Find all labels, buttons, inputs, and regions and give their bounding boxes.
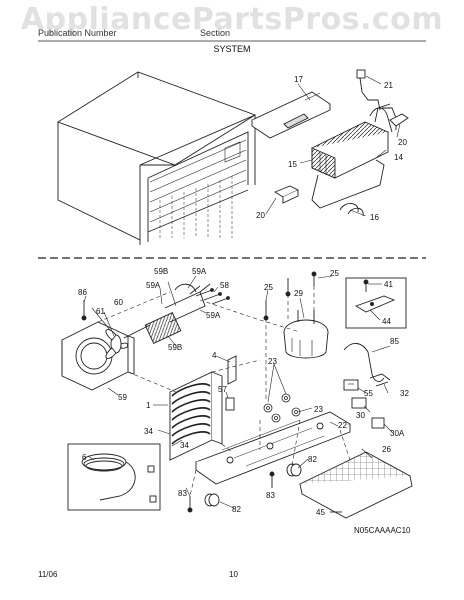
power-cord-inset xyxy=(67,443,161,511)
callout-57: 57 xyxy=(218,385,227,394)
callout-60: 60 xyxy=(114,298,123,307)
condenser-fan-motor xyxy=(123,311,182,345)
callout-15: 15 xyxy=(288,160,297,169)
callout-82-upper: 82 xyxy=(308,455,317,464)
section-header: Section xyxy=(200,28,231,38)
callout-45: 45 xyxy=(316,508,325,517)
callout-1: 1 xyxy=(146,401,151,410)
screws-58 xyxy=(195,288,230,305)
leader-lines-upper xyxy=(265,75,401,217)
base-pan xyxy=(195,411,352,485)
defrost-heater xyxy=(311,159,385,217)
drier xyxy=(225,397,235,411)
callout-58: 58 xyxy=(220,281,229,290)
callout-17: 17 xyxy=(294,75,303,84)
start-relay xyxy=(343,379,359,391)
callout-83-mid: 83 xyxy=(266,491,275,500)
assembly-lines xyxy=(97,286,351,497)
condenser-fan-blade xyxy=(105,329,129,359)
diagram-code: N05CAAAAC10 xyxy=(354,526,411,535)
callout-41: 41 xyxy=(384,280,393,289)
callout-44: 44 xyxy=(382,317,391,326)
section-label: SYSTEM xyxy=(213,44,251,54)
relay-cover xyxy=(369,373,391,387)
callout-83-left: 83 xyxy=(178,489,187,498)
overload-protector xyxy=(351,397,367,409)
watermark: AppliancePartsPros.com xyxy=(20,2,444,37)
callout-23-lower: 23 xyxy=(314,405,323,414)
rollers xyxy=(204,463,302,507)
callout-61: 61 xyxy=(96,307,105,316)
condenser-coil xyxy=(169,371,223,461)
callout-25-right: 25 xyxy=(330,269,339,278)
callout-14: 14 xyxy=(394,153,403,162)
evaporator-tubing xyxy=(356,69,397,119)
callout-59A-top: 59A xyxy=(192,267,207,276)
callout-59: 59 xyxy=(118,393,127,402)
leader-lines-lower xyxy=(83,275,393,509)
relay-bracket-inset xyxy=(345,277,407,329)
tube-85 xyxy=(343,343,385,382)
callout-16: 16 xyxy=(370,213,379,222)
callout-82-lower: 82 xyxy=(232,505,241,514)
callout-59A-right: 59A xyxy=(206,311,221,320)
clip-right xyxy=(389,113,409,130)
footer-page-number: 10 xyxy=(229,570,238,579)
callout-4: 4 xyxy=(212,351,217,360)
callout-59A-left: 59A xyxy=(146,281,161,290)
compressor xyxy=(283,310,329,359)
callout-59B-lower: 59B xyxy=(168,343,182,352)
callout-59B: 59B xyxy=(154,267,168,276)
callout-20-right: 20 xyxy=(398,138,407,147)
callout-23-upper: 23 xyxy=(268,357,277,366)
footer-date: 11/06 xyxy=(38,570,58,579)
bracket-left xyxy=(274,185,300,204)
motor-bracket xyxy=(164,283,211,323)
callout-20-left: 20 xyxy=(256,211,265,220)
overload-30A xyxy=(371,417,385,429)
callout-30: 30 xyxy=(356,411,365,420)
bracket-4 xyxy=(227,355,237,385)
drain-pan xyxy=(299,451,413,519)
callout-55: 55 xyxy=(364,389,373,398)
callout-25-left: 25 xyxy=(264,283,273,292)
callout-34-left: 34 xyxy=(144,427,153,436)
callout-26: 26 xyxy=(382,445,391,454)
callout-21: 21 xyxy=(384,81,393,90)
callout-86: 86 xyxy=(78,288,87,297)
screw-86 xyxy=(81,300,87,321)
callout-32: 32 xyxy=(400,389,409,398)
screws-25 xyxy=(263,271,317,321)
refrigerator-cabinet xyxy=(56,71,257,245)
fan-shroud xyxy=(61,321,135,391)
screws-83 xyxy=(187,471,275,513)
grommets xyxy=(263,393,301,423)
callout-22: 22 xyxy=(338,421,347,430)
evaporator-cover xyxy=(251,91,331,139)
callout-34-lower: 34 xyxy=(180,441,189,450)
callout-6: 6 xyxy=(82,453,87,462)
callout-85: 85 xyxy=(390,337,399,346)
evaporator-coil xyxy=(310,103,393,179)
publication-number: Publication Number xyxy=(38,28,117,38)
callout-30A: 30A xyxy=(390,429,405,438)
callout-29: 29 xyxy=(294,289,303,298)
